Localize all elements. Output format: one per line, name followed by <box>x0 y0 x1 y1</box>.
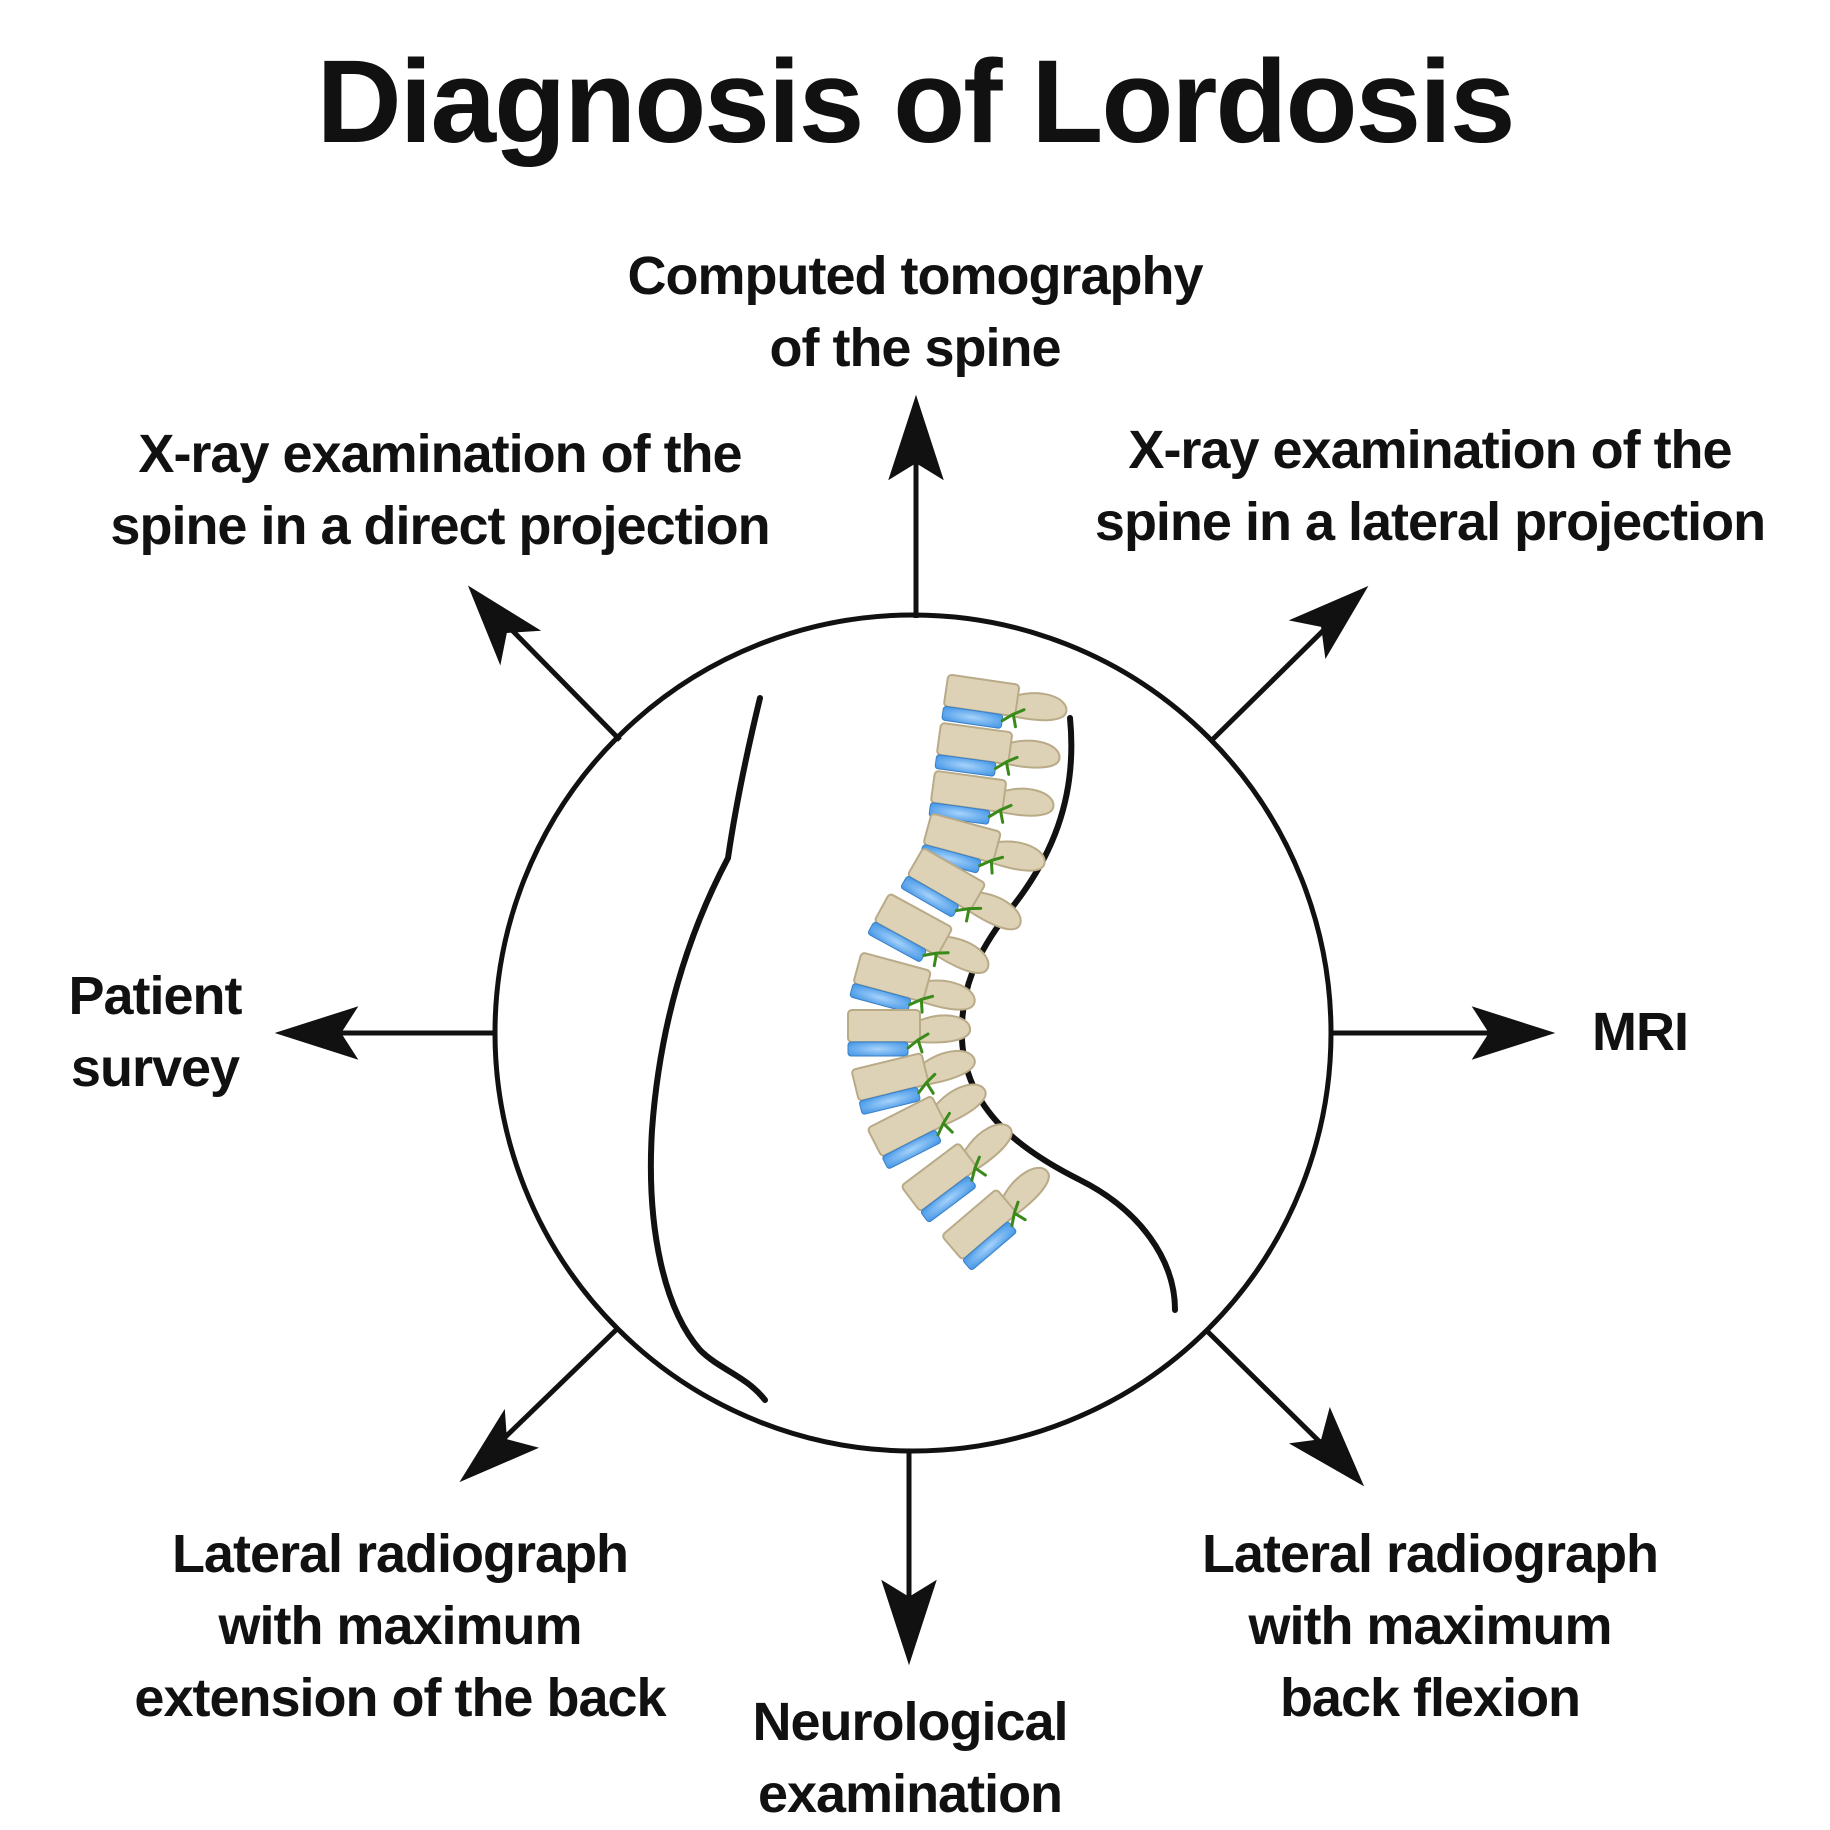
body-outline <box>647 695 1178 1403</box>
nerve-root <box>1010 1200 1027 1228</box>
spinous-process <box>914 1014 972 1044</box>
label-patient-survey: Patient survey <box>20 960 290 1104</box>
label-line: extension of the back <box>134 1668 666 1728</box>
vertebra <box>867 1083 987 1169</box>
spinous-process <box>919 979 976 1011</box>
nerve-root <box>906 1032 930 1054</box>
nerve-root <box>917 1072 937 1095</box>
nerve-root <box>954 906 983 923</box>
arrow-down <box>881 1452 937 1666</box>
nerve-root <box>936 1111 954 1137</box>
label-line: Patient <box>68 966 242 1026</box>
vertebra <box>942 1166 1050 1270</box>
label-line: MRI <box>1592 1002 1689 1062</box>
nerve-root <box>978 855 1005 875</box>
abdomen-outline <box>647 695 768 1403</box>
nerve-root <box>993 755 1019 776</box>
label-line: Lateral radiograph <box>171 1524 629 1584</box>
label-mri: MRI <box>1570 996 1710 1068</box>
vertebra <box>849 952 976 1014</box>
nerve-root <box>970 1155 987 1182</box>
back-outline <box>958 715 1178 1313</box>
label-line: spine in a direct projection <box>110 496 770 556</box>
spinous-process <box>1011 692 1068 722</box>
label-line: with maximum <box>218 1596 582 1656</box>
arrow-right <box>1330 1006 1556 1060</box>
label-line: X-ray examination of the <box>138 424 742 484</box>
vertebra <box>941 673 1068 729</box>
intervertebral-disc <box>847 1041 909 1057</box>
label-line: Lateral radiograph <box>1201 1524 1659 1584</box>
spinous-process <box>989 840 1046 872</box>
spine-illustration <box>847 673 1068 1270</box>
vertebra <box>900 848 1022 931</box>
vertebra <box>901 1123 1013 1223</box>
arrow-up <box>888 394 944 618</box>
spinous-process <box>999 787 1055 817</box>
arrow-down-left <box>459 1328 618 1483</box>
label-neurological-examination: Neurological examination <box>690 1686 1130 1830</box>
vertebra <box>934 722 1061 777</box>
vertebra <box>928 770 1055 825</box>
label-line: survey <box>70 1038 240 1098</box>
label-line: X-ray examination of the <box>1128 420 1732 480</box>
label-line: of the spine <box>769 318 1061 378</box>
nerve-root <box>908 994 935 1014</box>
arrow-down-right <box>1204 1328 1365 1487</box>
nerve-root <box>922 951 950 968</box>
label-line: back flexion <box>1279 1668 1581 1728</box>
label-line: spine in a lateral projection <box>1094 492 1766 552</box>
spinous-process <box>934 935 990 974</box>
spinous-process <box>961 1123 1013 1171</box>
spinous-process <box>966 890 1022 931</box>
arrow-up-right <box>1208 585 1369 744</box>
arrow-left <box>274 1006 496 1060</box>
arrow-up-left <box>467 585 622 742</box>
spinous-process <box>999 1166 1050 1217</box>
vertebral-body <box>847 1009 921 1043</box>
label-computed-tomography: Computed tomography of the spine <box>615 240 1215 384</box>
label-lateral-radiograph-extension: Lateral radiograph with maximum extensio… <box>110 1518 690 1734</box>
label-line: Neurological <box>752 1692 1068 1752</box>
page-title: Diagnosis of Lordosis <box>316 36 1515 168</box>
spinous-process <box>1005 739 1061 769</box>
label-xray-direct-projection: X-ray examination of the spine in a dire… <box>70 418 810 562</box>
label-line: Computed tomography <box>627 246 1204 306</box>
vertebra <box>868 893 990 974</box>
spinous-process <box>932 1083 987 1127</box>
label-lateral-radiograph-flexion: Lateral radiograph with maximum back fle… <box>1170 1518 1690 1734</box>
vertebra <box>847 1009 972 1057</box>
label-line: with maximum <box>1248 1596 1612 1656</box>
label-xray-lateral-projection: X-ray examination of the spine in a late… <box>1060 414 1800 558</box>
nerve-root <box>1000 708 1026 729</box>
arrows <box>274 394 1556 1666</box>
nerve-root <box>987 803 1013 824</box>
vertebra <box>851 1049 976 1115</box>
label-line: examination <box>757 1764 1063 1824</box>
